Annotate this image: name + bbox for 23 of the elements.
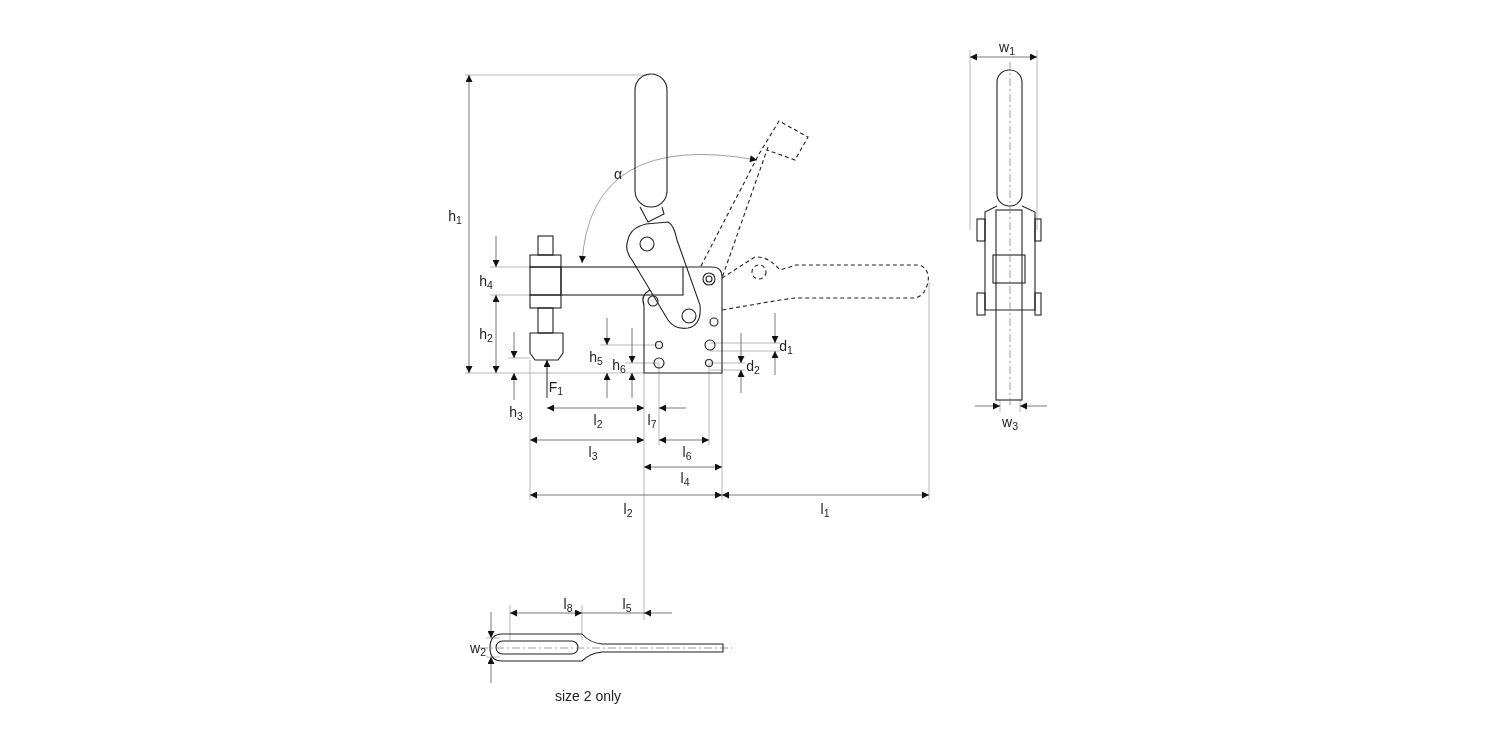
dimension-label: h$_{4}$ (479, 274, 493, 288)
dimension-label: α (613, 167, 623, 181)
dimension-label: h$_{1}$ (448, 209, 462, 223)
dimension-label: l$_{2}$ (593, 413, 603, 427)
dimension-label: l$_{5}$ (622, 597, 632, 611)
dimension-label: d$_{2}$ (746, 359, 760, 373)
dimension-label: l$_{4}$ (680, 471, 690, 485)
dimension-label: h$_{3}$ (509, 405, 523, 419)
dimension-label: l$_{3}$ (588, 445, 598, 459)
dimension-label: d$_{1}$ (779, 339, 793, 353)
dimension-label: l$_{2}$ (623, 502, 633, 516)
dimension-label: l$_{7}$ (647, 413, 657, 427)
dimension-label: l$_{6}$ (682, 445, 692, 459)
dimension-label: w$_{2}$ (470, 641, 486, 655)
dimension-label: w$_{1}$ (999, 40, 1015, 54)
dimension-label: F$_{1}$ (548, 380, 564, 394)
dimension-label: h$_{2}$ (479, 327, 493, 341)
dimension-label: h$_{6}$ (612, 358, 626, 372)
dimension-label: l$_{1}$ (820, 502, 830, 516)
dimension-label: w$_{3}$ (1002, 415, 1018, 429)
note-text: size 2 only (554, 689, 622, 703)
dimension-label: l$_{8}$ (563, 597, 573, 611)
dimension-label: h$_{5}$ (589, 350, 603, 364)
